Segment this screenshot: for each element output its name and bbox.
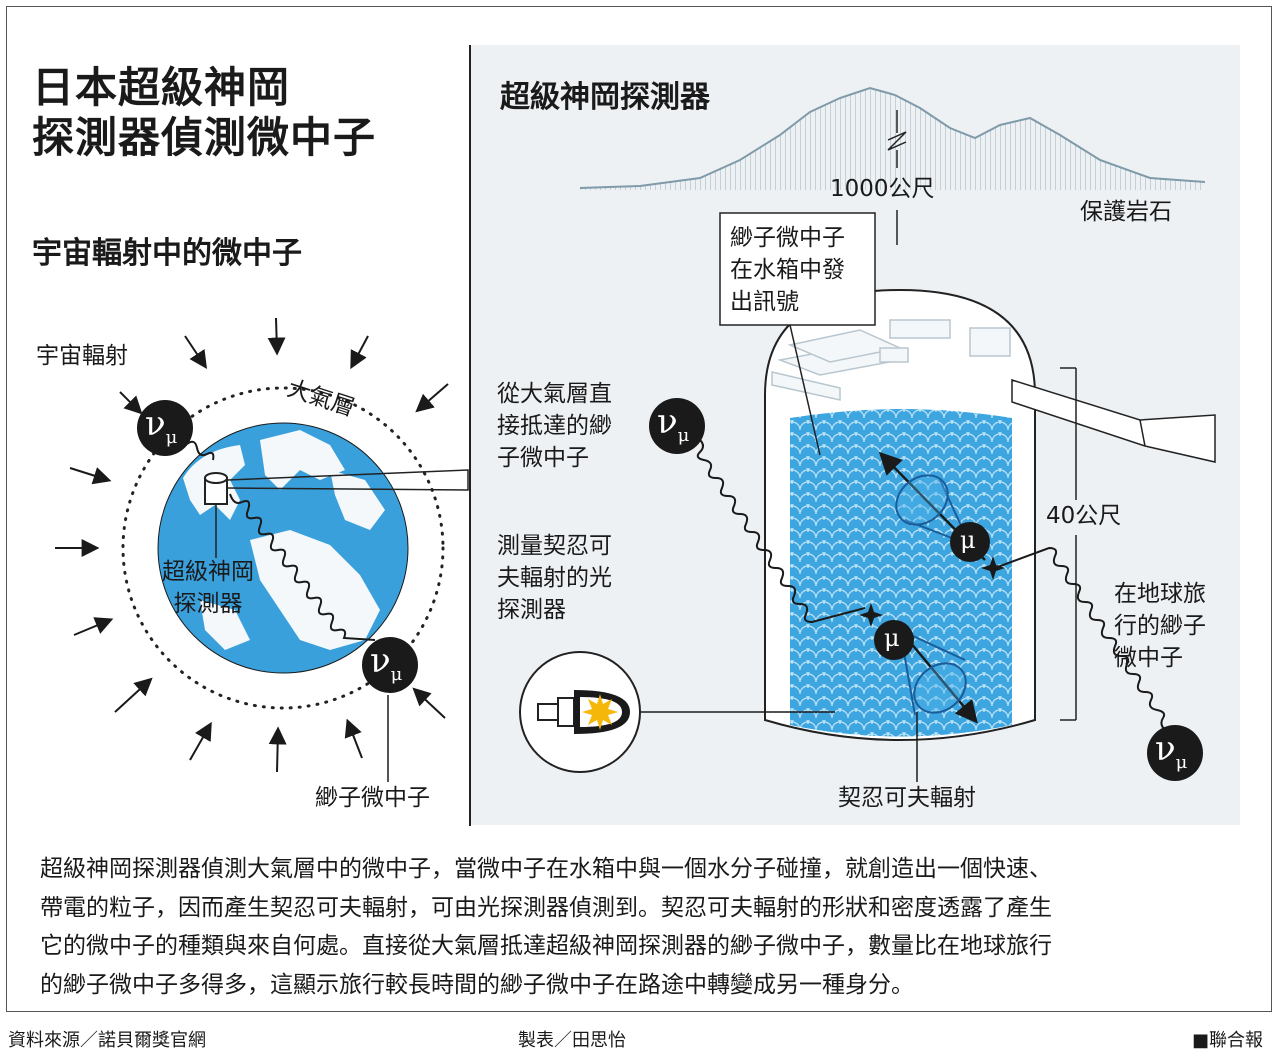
- muon-symbol-2: μ: [884, 624, 900, 652]
- access-tunnel: [1011, 378, 1216, 463]
- frame-border: [6, 6, 1272, 1012]
- cosmic-ray-arrows: [55, 317, 449, 773]
- cherenkov-cones: [895, 474, 971, 716]
- label-depth: 1000公尺: [830, 176, 935, 202]
- mountain-profile: [579, 86, 1206, 190]
- atmosphere-ring: [121, 386, 445, 710]
- label-rock: 保護岩石: [1080, 199, 1172, 225]
- label-height: 40公尺: [1046, 503, 1122, 529]
- detector-zoom-lines: [227, 469, 469, 491]
- collision-stars: [859, 556, 1005, 627]
- photomultiplier-icon: [537, 690, 630, 734]
- label-muon-neutrino-left: 緲子微中子: [315, 785, 430, 811]
- muon-symbol-1: μ: [960, 526, 976, 554]
- footer-publisher: ■聯合報: [1192, 1030, 1264, 1051]
- neutrino-symbol-2: νμ: [370, 641, 403, 685]
- detector-marker: [204, 472, 228, 558]
- signal-callout-box: [719, 212, 876, 326]
- water-volume: [790, 409, 1012, 737]
- neutrino-symbol-3: νμ: [657, 402, 690, 446]
- label-signal: 緲子微中子 在水箱中發 出訊號: [730, 225, 845, 315]
- label-through-earth: 在地球旅 行的緲子 微中子: [1114, 581, 1206, 671]
- neutrino-badges: [137, 398, 1203, 781]
- muon-badges: [874, 522, 990, 660]
- neutrino-path-earth: [229, 493, 376, 641]
- label-detector: 超級神岡 探測器: [162, 559, 254, 617]
- signal-callout-line: [789, 324, 821, 456]
- explanation-paragraph: 超級神岡探測器偵測大氣層中的微中子，當微中子在水箱中與一個水分子碰撞，就創造出一…: [40, 856, 1052, 998]
- title-line-1: 日本超級神岡: [32, 63, 291, 112]
- footer-credit: 製表／田思怡: [518, 1030, 626, 1051]
- right-heading: 超級神岡探測器: [500, 80, 710, 115]
- footer-source: 資料來源／諾貝爾獎官網: [8, 1030, 206, 1051]
- neutrino-paths: [696, 439, 1166, 731]
- top-equipment: [771, 319, 1011, 401]
- label-photodetector: 測量契忍可 夫輻射的光 探測器: [497, 533, 612, 623]
- label-direct-neutrino: 從大氣層直 接抵達的緲 子微中子: [497, 381, 612, 471]
- title-line-2: 探測器偵測微中子: [32, 113, 377, 162]
- neutrino-symbol-4: νμ: [1155, 729, 1188, 773]
- neutrino-symbol-1: νμ: [145, 404, 178, 448]
- depth-indicator: [887, 110, 907, 245]
- left-heading: 宇宙輻射中的微中子: [32, 236, 302, 271]
- label-cherenkov: 契忍可夫輻射: [838, 785, 976, 811]
- height-bracket: [1060, 367, 1077, 721]
- label-cosmic-rays: 宇宙輻射: [36, 343, 128, 369]
